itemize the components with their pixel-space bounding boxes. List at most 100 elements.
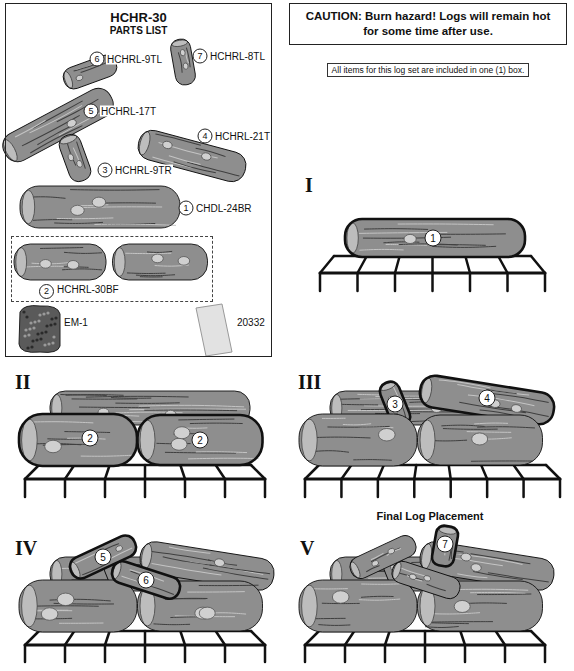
log-outline bbox=[14, 244, 106, 280]
ember-grain bbox=[54, 316, 57, 319]
log-end bbox=[16, 248, 27, 277]
grate-bar bbox=[105, 631, 110, 645]
bark-line bbox=[188, 458, 258, 460]
bark-line bbox=[187, 591, 245, 592]
step-numeral: II bbox=[15, 371, 31, 394]
grate-bar bbox=[385, 631, 390, 645]
grate-leg bbox=[344, 645, 347, 662]
bark-line bbox=[111, 397, 151, 399]
part-name: HCHRL-9TR bbox=[114, 165, 173, 176]
log-knot bbox=[332, 591, 349, 603]
grate-leg bbox=[377, 479, 380, 497]
dashed-group-box: 2HCHRL-30BF bbox=[11, 236, 213, 302]
bark-line bbox=[316, 618, 346, 619]
grate-leg bbox=[304, 479, 307, 497]
paper-sheet bbox=[196, 304, 232, 356]
ember-grain bbox=[46, 311, 49, 314]
log-knot bbox=[183, 63, 189, 70]
log-knot bbox=[115, 545, 124, 553]
grate-leg bbox=[356, 273, 359, 291]
log-body bbox=[20, 186, 180, 228]
bark-line bbox=[318, 624, 350, 626]
log-knot bbox=[67, 261, 79, 270]
bark-line bbox=[33, 101, 83, 128]
grate-bar bbox=[25, 631, 39, 645]
log-knot bbox=[171, 438, 187, 450]
grate-leg bbox=[264, 479, 267, 497]
grate-leg bbox=[544, 645, 547, 662]
log-body bbox=[0, 84, 118, 167]
log-body bbox=[19, 580, 137, 632]
ember-grain bbox=[44, 330, 47, 333]
ember-grain bbox=[29, 321, 32, 324]
log-body bbox=[138, 581, 263, 631]
bark-line bbox=[477, 593, 531, 595]
bark-line bbox=[443, 428, 498, 430]
grate-leg bbox=[504, 645, 507, 662]
log-body bbox=[138, 415, 263, 465]
log-outline bbox=[109, 559, 182, 602]
log-knot bbox=[199, 607, 215, 619]
log-body bbox=[67, 532, 140, 582]
bark-line bbox=[79, 407, 150, 409]
ember-grain bbox=[26, 346, 29, 349]
ember-grain bbox=[51, 341, 54, 344]
log bbox=[56, 132, 93, 185]
bark-line bbox=[477, 427, 535, 428]
bark-line bbox=[169, 547, 210, 554]
log bbox=[418, 415, 543, 465]
log bbox=[19, 580, 137, 632]
log-end bbox=[140, 420, 155, 460]
bark-line bbox=[322, 418, 346, 419]
bark-line bbox=[432, 621, 493, 622]
bark-line bbox=[453, 589, 528, 591]
part-name: CHDL-24BR bbox=[195, 203, 253, 214]
log-knot bbox=[41, 608, 58, 620]
log-knot bbox=[454, 600, 470, 612]
ember-grain bbox=[45, 324, 48, 327]
step-numeral: I bbox=[305, 174, 313, 197]
log-knot bbox=[178, 257, 190, 266]
grate-leg bbox=[486, 479, 489, 497]
grate-bar bbox=[251, 465, 265, 479]
log bbox=[67, 532, 140, 582]
callout-number: 2 bbox=[39, 284, 54, 299]
log-outline bbox=[138, 415, 263, 465]
grate-leg bbox=[413, 479, 416, 497]
log bbox=[138, 415, 263, 465]
callout-number: 6 bbox=[138, 572, 155, 589]
log-end bbox=[22, 190, 35, 224]
bark-line bbox=[199, 585, 259, 586]
grate-bar bbox=[65, 631, 74, 645]
grate-leg bbox=[384, 645, 387, 662]
grate-bar bbox=[378, 465, 384, 479]
grate-leg bbox=[506, 273, 509, 291]
bark-line bbox=[163, 557, 212, 566]
bark-line bbox=[187, 162, 239, 176]
log bbox=[431, 524, 460, 567]
log-knot bbox=[162, 140, 173, 149]
grate-leg bbox=[522, 479, 525, 497]
ember-grain bbox=[36, 332, 39, 335]
callout-number: 2 bbox=[82, 430, 99, 447]
bark-line bbox=[327, 426, 389, 428]
log bbox=[138, 581, 263, 631]
callout-number: 1 bbox=[179, 201, 194, 216]
bark-line bbox=[441, 425, 484, 426]
grate-leg bbox=[544, 273, 547, 291]
log bbox=[109, 559, 182, 602]
bark-line bbox=[70, 189, 159, 191]
bark-line bbox=[139, 405, 244, 407]
grate-bar bbox=[531, 256, 545, 273]
bark-line bbox=[66, 394, 124, 396]
log-outline bbox=[19, 414, 137, 466]
grate-leg bbox=[224, 645, 227, 662]
fire-grate bbox=[305, 631, 545, 662]
grate-bar bbox=[144, 631, 147, 645]
log-body bbox=[19, 414, 137, 466]
callout-number: 7 bbox=[437, 536, 454, 553]
bark-line bbox=[456, 553, 523, 564]
log-knot bbox=[471, 563, 482, 572]
grate-leg bbox=[431, 273, 434, 291]
